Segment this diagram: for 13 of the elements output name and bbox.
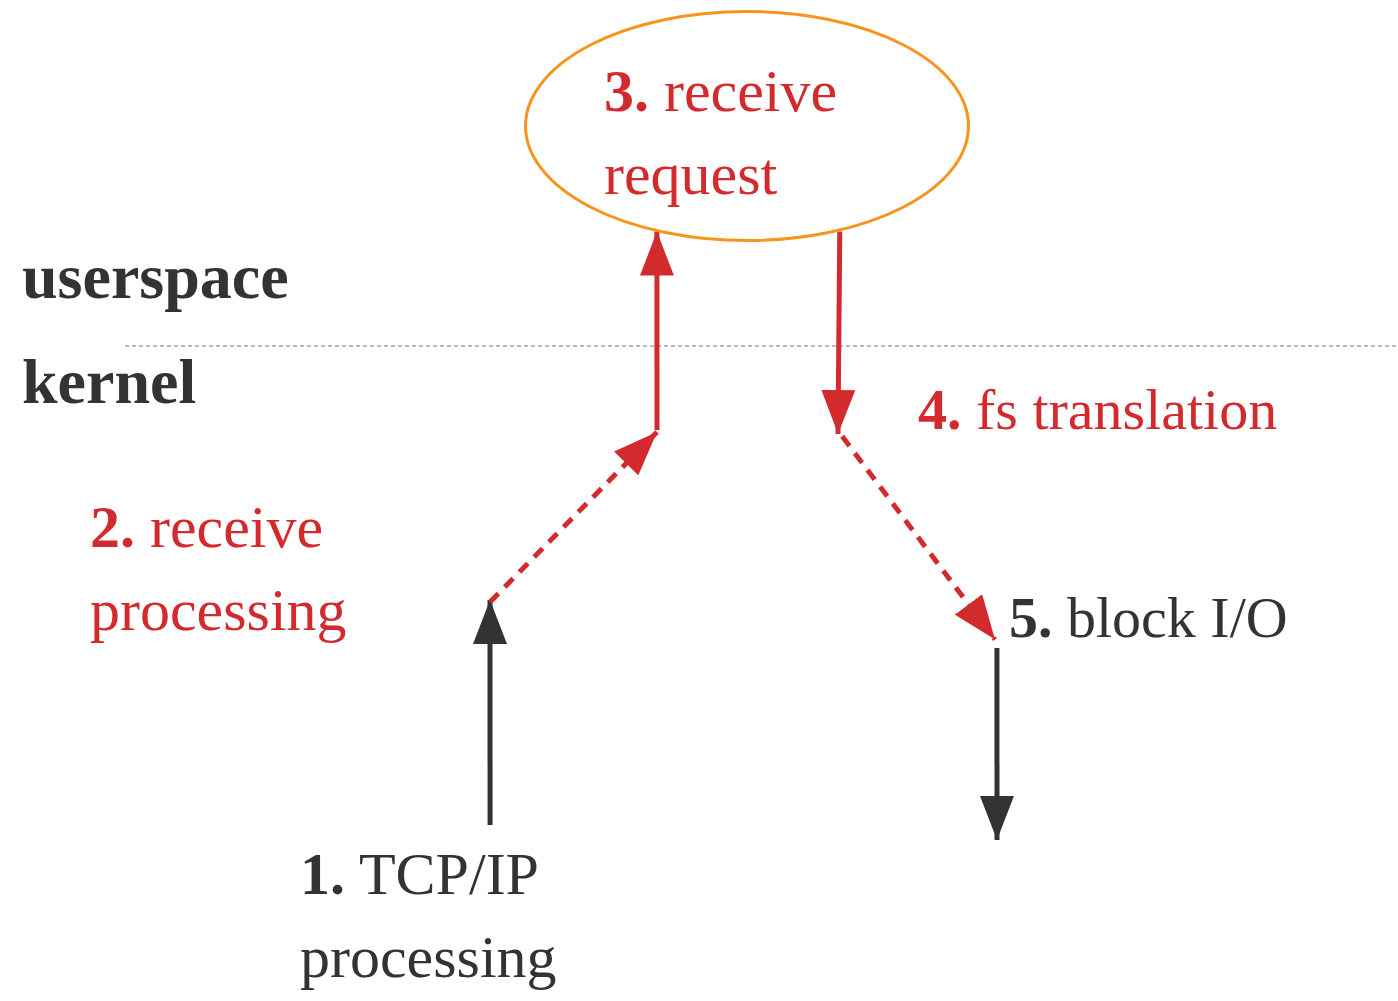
arrow <box>488 231 674 604</box>
edge-label: 2. receive processing <box>90 493 348 645</box>
arrow <box>473 600 507 825</box>
layer-label: kernel <box>22 345 197 419</box>
process-ellipse <box>524 10 970 242</box>
arrow <box>821 231 856 435</box>
arrow <box>840 434 997 642</box>
step-label: 1. TCP/IP processing <box>300 840 558 992</box>
layer-label: userspace <box>22 240 289 314</box>
step-label: 5. block I/O <box>1009 584 1289 652</box>
arrow <box>980 648 1014 840</box>
step-label: 3. receive request <box>604 57 839 209</box>
step-label: 4. fs translation <box>918 376 1279 444</box>
